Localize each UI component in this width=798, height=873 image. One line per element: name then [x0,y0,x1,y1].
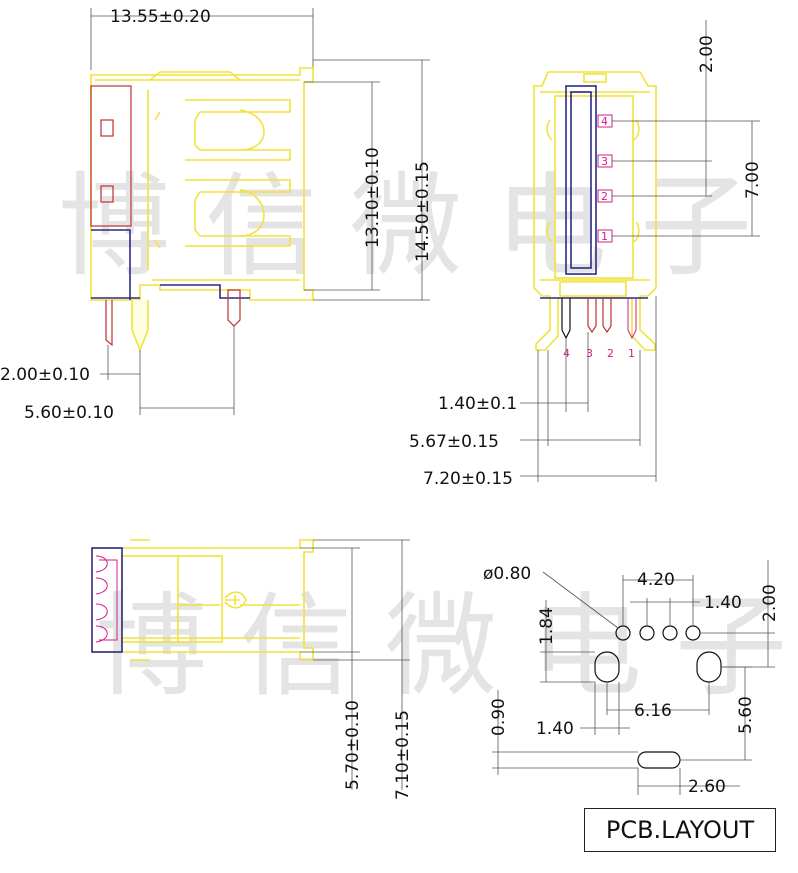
dim-slot-offset: 5.60 [736,696,756,734]
dim-slot-height: 1.84 [537,607,557,645]
dim-pin-offset: 2.00±0.10 [0,365,90,385]
front-view: 4 3 2 1 4 3 2 1 2.00 7.00 1.40±0.1 5.67±… [409,20,763,489]
pin-label-body: 3 [601,155,608,168]
watermark-char: 电 [495,162,607,292]
dim-row-offset: 2.00 [760,584,780,622]
dim-height-inner-top: 5.70±0.10 [343,700,363,790]
watermark: 博 信 微 电 子 博 信 微 电 子 [58,162,787,712]
dim-pin-pitch: 1.40±0.1 [438,394,517,414]
dim-oval-width: 2.60 [688,777,726,797]
watermark-char: 微 [385,582,497,712]
pin-label-lead: 2 [607,347,614,360]
pin-label-body: 1 [601,230,608,243]
dim-tab-outer: 7.20±0.15 [423,469,513,489]
dim-slot-pitch: 6.16 [634,701,672,721]
watermark-char: 博 [58,162,170,292]
pcb-oval [637,751,681,769]
dim-tab-inner: 5.67±0.15 [409,432,499,452]
dim-pitch-span: 4.20 [637,570,675,590]
pin-label-lead: 4 [563,347,570,360]
watermark-char: 信 [240,582,352,712]
pin-label-lead: 1 [628,347,635,360]
pcb-layout-title: PCB.LAYOUT [605,816,755,844]
dim-pitch: 1.40 [704,593,742,613]
pin-label-lead: 3 [586,347,593,360]
dim-width-top: 13.55±0.20 [110,7,211,27]
dim-height-outer-top: 7.10±0.15 [393,710,413,800]
dim-top-gap: 2.00 [697,35,717,73]
pin-label-body: 2 [601,190,608,203]
pin-label-body: 4 [601,115,608,128]
pcb-hole [639,625,655,641]
dim-oval-height: 0.90 [489,698,509,736]
pcb-layout: ø0.80 4.20 1.40 2.00 1.84 6.16 1.40 [483,560,780,797]
watermark-char: 博 [95,582,207,712]
side-view: 13.55±0.20 13.10±0.10 1 [0,7,433,423]
watermark-char: 电 [530,582,642,712]
pcb-layout-title-box: PCB.LAYOUT [584,808,776,852]
watermark-char: 子 [640,162,752,292]
dim-slot-width: 1.40 [536,719,574,739]
dim-pin-span: 7.00 [743,161,763,199]
watermark-char: 微 [350,162,462,292]
top-view: 5.70±0.10 7.10±0.15 [91,539,413,800]
dim-height-inner: 13.10±0.10 [363,147,383,248]
dim-hole-diameter: ø0.80 [483,564,531,584]
dim-pin-spacing: 5.60±0.10 [24,403,114,423]
dim-height-outer: 14.50±0.15 [413,161,433,262]
